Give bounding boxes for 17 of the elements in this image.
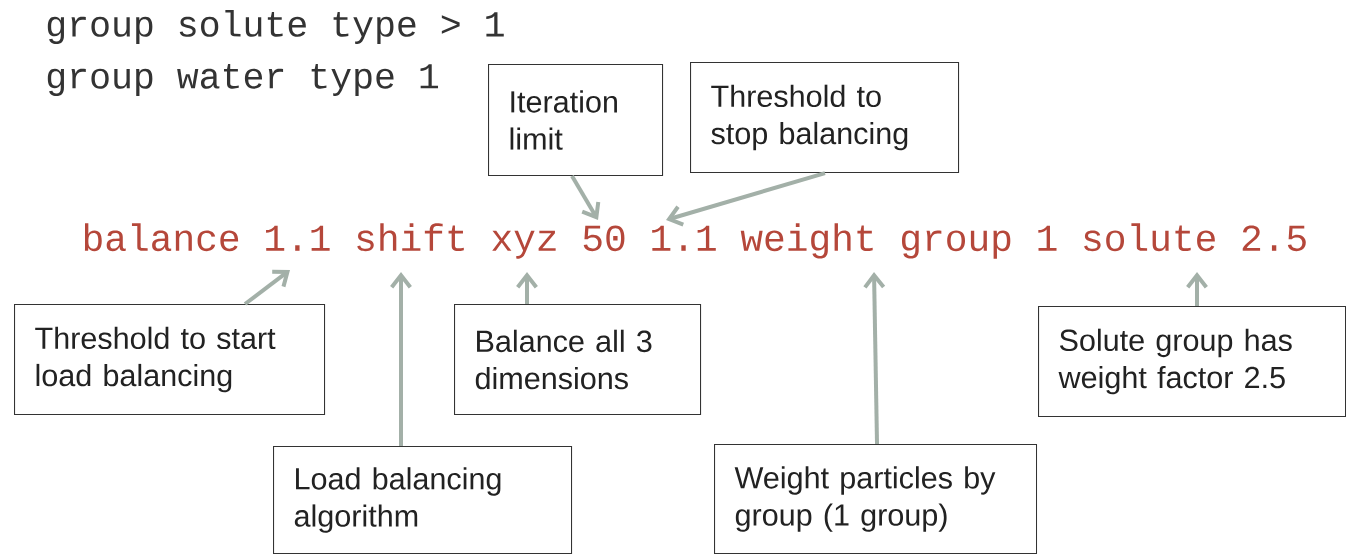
leader-arrow	[243, 269, 290, 306]
leader-arrow	[516, 272, 538, 304]
code-line: group solute type > 1	[47, 10, 504, 44]
leader-arrow	[666, 171, 826, 227]
command-line: balance 1.1 shift xyz 50 1.1 weight group 1 solute 2.5	[84, 223, 1306, 259]
note-box: Balance all 3 dimensions	[454, 304, 702, 416]
code-line: group water type 1	[47, 64, 438, 96]
note-box: Threshold to start load balancing	[14, 304, 326, 416]
leader-arrow	[570, 175, 601, 220]
leader-arrow	[1186, 272, 1208, 306]
note-box: Weight particles by group (1 group)	[714, 444, 1038, 554]
note-box: Solute group has weight factor 2.5	[1038, 306, 1346, 418]
note-box: Threshold to stop balancing	[690, 62, 960, 174]
leader-arrow	[863, 272, 886, 445]
leader-arrow	[390, 272, 412, 446]
note-box: Load balancing algorithm	[273, 446, 573, 554]
note-box: Iteration limit	[488, 64, 664, 177]
